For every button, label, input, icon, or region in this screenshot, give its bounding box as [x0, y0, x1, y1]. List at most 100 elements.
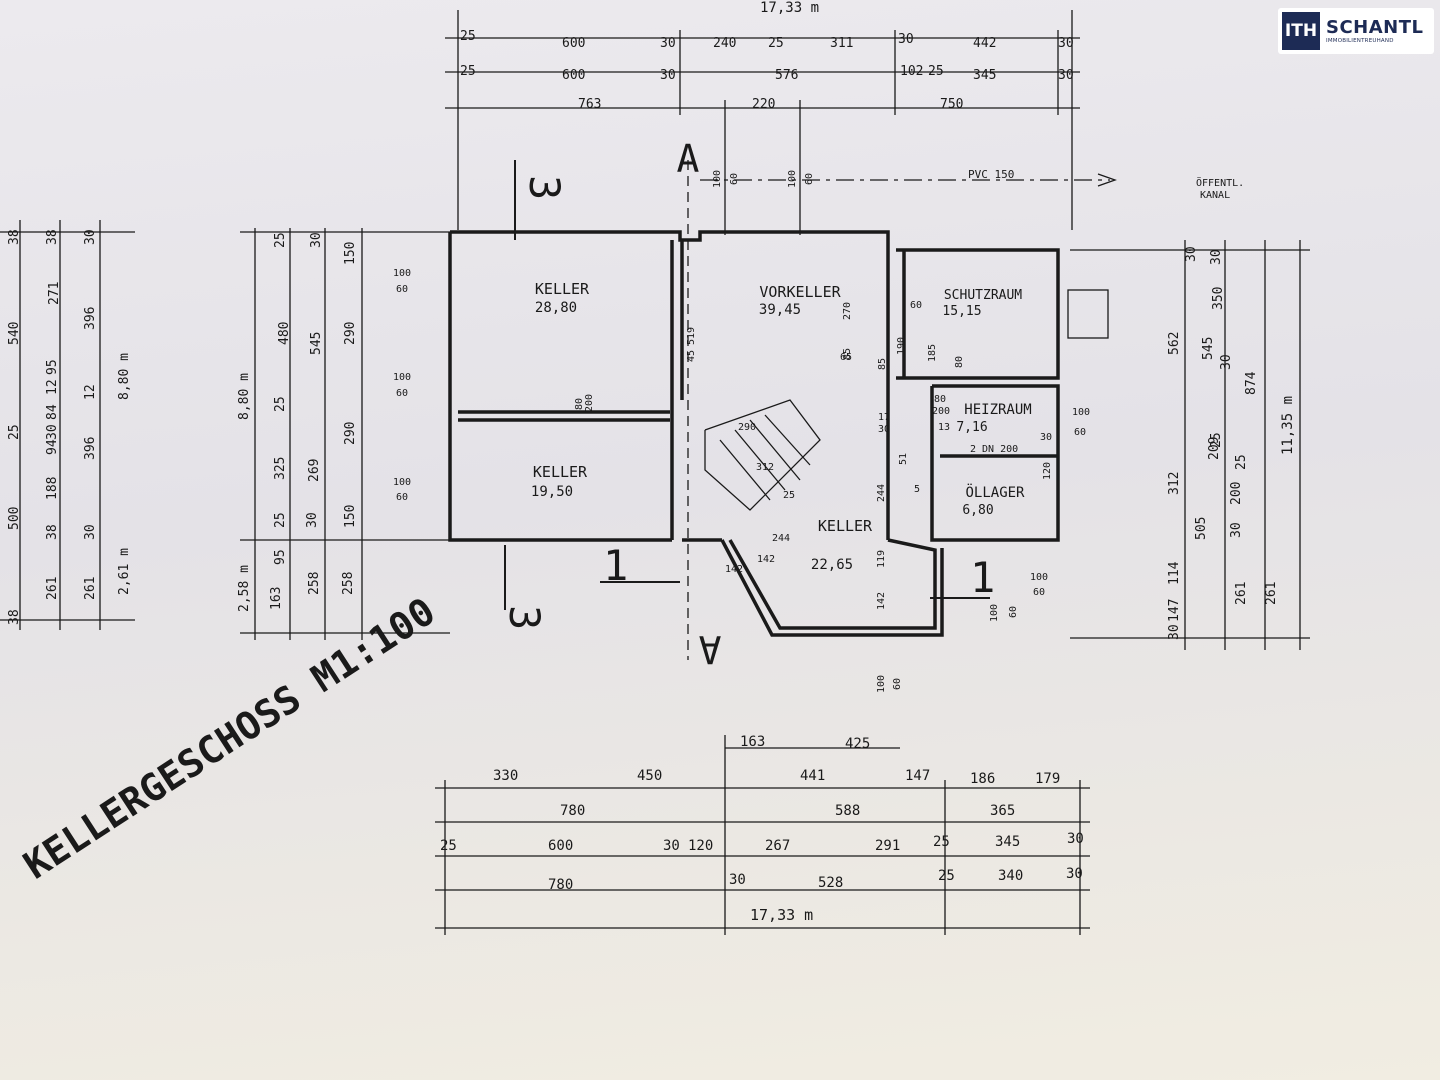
svg-text:186: 186 [970, 771, 995, 787]
svg-text:51: 51 [898, 453, 909, 465]
svg-text:30: 30 [1058, 36, 1074, 51]
svg-text:244: 244 [876, 484, 887, 502]
company-logo: ITH SCHANTL IMMOBILIENTREUHAND [1278, 8, 1434, 54]
svg-text:163: 163 [740, 734, 765, 750]
svg-text:100: 100 [787, 170, 798, 188]
svg-text:442: 442 [973, 36, 996, 51]
svg-text:200: 200 [932, 406, 950, 417]
svg-text:60: 60 [1074, 427, 1086, 438]
svg-text:291: 291 [875, 838, 900, 854]
pipe-label: PVC 150 [968, 168, 1014, 181]
svg-text:30: 30 [878, 424, 890, 435]
svg-text:750: 750 [940, 97, 963, 112]
svg-text:25: 25 [1234, 454, 1249, 470]
svg-text:267: 267 [765, 838, 790, 854]
svg-text:84: 84 [45, 404, 60, 420]
svg-text:8,80 m: 8,80 m [237, 373, 252, 420]
svg-text:588: 588 [835, 803, 860, 819]
svg-text:142: 142 [725, 564, 743, 575]
svg-text:185: 185 [927, 344, 938, 362]
svg-text:345: 345 [973, 68, 996, 83]
svg-text:30: 30 [663, 838, 680, 854]
svg-text:528: 528 [818, 875, 843, 891]
svg-text:25: 25 [273, 396, 288, 412]
svg-text:450: 450 [637, 768, 662, 784]
svg-text:85: 85 [842, 348, 853, 360]
svg-text:200: 200 [1229, 482, 1244, 505]
svg-text:60: 60 [804, 173, 815, 185]
svg-text:100: 100 [1072, 407, 1090, 418]
svg-text:261: 261 [1264, 582, 1279, 605]
svg-text:119: 119 [876, 550, 887, 568]
svg-text:562: 562 [1167, 332, 1182, 355]
svg-text:425: 425 [845, 736, 870, 752]
svg-text:25: 25 [783, 490, 795, 501]
svg-text:30: 30 [1167, 624, 1182, 640]
section-mark-3-top: 3 [520, 175, 569, 200]
svg-text:505: 505 [1194, 517, 1209, 540]
svg-text:25: 25 [938, 868, 955, 884]
section-mark-a-bottom: A [698, 627, 721, 671]
svg-text:30: 30 [898, 32, 914, 47]
svg-text:240: 240 [713, 36, 736, 51]
svg-text:102: 102 [900, 64, 923, 79]
svg-text:244: 244 [772, 533, 790, 544]
svg-text:60: 60 [910, 300, 922, 311]
svg-text:545: 545 [1201, 337, 1216, 360]
svg-text:95: 95 [273, 549, 288, 565]
svg-text:600: 600 [548, 838, 573, 854]
svg-text:150: 150 [343, 242, 358, 265]
svg-text:60: 60 [892, 678, 903, 690]
dim-bottom: 163 425 330 450 441 147 186 179 780 588 … [440, 734, 1084, 893]
svg-text:30: 30 [660, 36, 676, 51]
plan-title: KELLERGESCHOSS M1:100 [16, 589, 443, 888]
sewer-label-2: KANAL [1200, 190, 1230, 201]
logo-subtitle: IMMOBILIENTREUHAND [1326, 38, 1394, 44]
svg-text:312: 312 [756, 462, 774, 473]
svg-text:5: 5 [914, 484, 920, 495]
room-keller-2-name: KELLER [533, 463, 588, 481]
svg-text:25: 25 [933, 834, 950, 850]
svg-text:25: 25 [273, 512, 288, 528]
dim-inner: 519 45 270 244 142 119 142 244 200 80 85… [574, 300, 1053, 610]
svg-text:2 DN 200: 2 DN 200 [970, 444, 1018, 455]
room-keller-3-name: KELLER [818, 517, 873, 535]
svg-text:220: 220 [752, 97, 775, 112]
svg-text:85: 85 [877, 358, 888, 370]
svg-text:30: 30 [83, 229, 98, 245]
dim-top-total: 17,33 m [760, 0, 819, 16]
room-vorkeller-area: 39,45 [759, 302, 801, 318]
svg-text:600: 600 [562, 36, 585, 51]
svg-text:25: 25 [460, 29, 476, 44]
svg-text:45: 45 [686, 350, 697, 362]
svg-text:8,80 m: 8,80 m [117, 353, 132, 400]
svg-text:13: 13 [938, 422, 950, 433]
svg-text:38: 38 [45, 229, 60, 245]
svg-text:780: 780 [548, 877, 573, 893]
svg-text:269: 269 [307, 459, 322, 482]
svg-text:60: 60 [396, 388, 408, 399]
svg-text:100: 100 [393, 268, 411, 279]
svg-text:30: 30 [1219, 354, 1234, 370]
room-vorkeller-name: VORKELLER [759, 283, 841, 301]
svg-text:345: 345 [995, 834, 1020, 850]
svg-text:150: 150 [343, 505, 358, 528]
svg-text:258: 258 [307, 572, 322, 595]
svg-text:30: 30 [660, 68, 676, 83]
svg-text:12: 12 [45, 379, 60, 395]
svg-text:60: 60 [1008, 606, 1019, 618]
svg-text:874: 874 [1244, 371, 1259, 395]
svg-text:30: 30 [1209, 249, 1224, 265]
sewer-label-1: ÖFFENTL. [1196, 176, 1244, 189]
svg-text:147: 147 [1167, 599, 1182, 622]
svg-text:261: 261 [45, 577, 60, 600]
svg-text:25: 25 [460, 64, 476, 79]
svg-text:290: 290 [343, 422, 358, 445]
svg-text:270: 270 [842, 302, 853, 320]
svg-text:95: 95 [45, 359, 60, 375]
svg-text:80: 80 [954, 356, 965, 368]
room-keller-2-area: 19,50 [531, 484, 573, 500]
svg-text:540: 540 [7, 322, 22, 345]
room-heizraum-area: 7,16 [956, 420, 987, 435]
room-oellager-name: ÖLLAGER [965, 483, 1025, 501]
